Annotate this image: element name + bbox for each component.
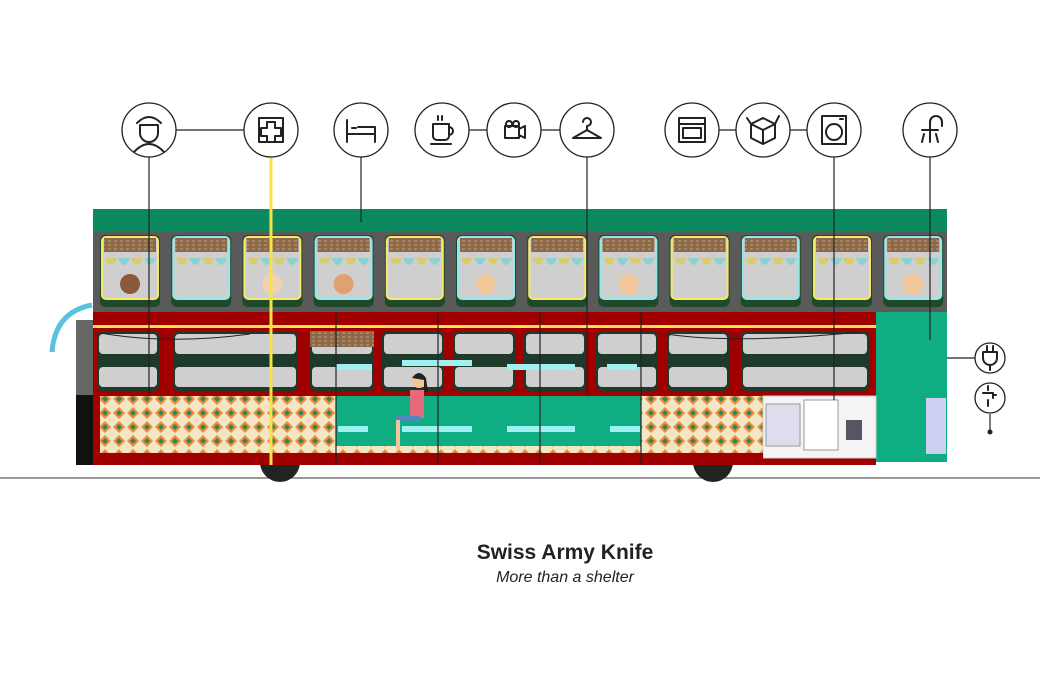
upper-windows <box>100 235 944 307</box>
lower-window <box>667 331 729 391</box>
washing-machine-icon <box>806 102 862 158</box>
film-camera-icon <box>486 102 542 158</box>
fridge <box>765 403 801 447</box>
upper-window <box>384 235 445 307</box>
clothes-hanger-icon <box>559 102 615 158</box>
lower-window <box>741 331 869 391</box>
bed-icon <box>333 102 389 158</box>
lower-window <box>97 331 159 391</box>
shower-icon <box>902 102 958 158</box>
passenger-face <box>903 274 924 294</box>
upper-deck <box>93 232 947 312</box>
caption-title: Swiss Army Knife <box>476 541 654 564</box>
blind-lower <box>310 331 374 347</box>
passenger-face <box>120 274 140 294</box>
passenger-face <box>476 274 496 294</box>
passenger-face <box>618 274 639 294</box>
roof <box>93 209 947 233</box>
dining-area <box>336 396 641 453</box>
cabinet <box>846 420 862 440</box>
string-lights <box>99 331 861 340</box>
coffee-cup-icon <box>414 102 470 158</box>
seated-person <box>396 373 428 450</box>
lower-window <box>524 331 586 391</box>
upper-window <box>669 235 730 307</box>
open-box-icon <box>735 102 791 158</box>
yellow-trim <box>93 325 876 328</box>
upper-window <box>313 235 374 307</box>
callout-lines <box>148 129 991 465</box>
lower-window <box>382 331 444 391</box>
oven-icon <box>664 102 720 158</box>
caption-subtitle: More than a shelter <box>496 569 634 586</box>
upper-window <box>171 235 232 307</box>
power-plug-icon <box>974 342 1006 374</box>
lower-window <box>173 331 298 391</box>
passenger-face <box>333 274 354 294</box>
upper-window <box>598 235 659 307</box>
dining-tables <box>336 360 640 432</box>
medical-cross-icon <box>243 102 299 158</box>
lower-window <box>596 331 658 391</box>
water-tap-icon <box>974 382 1006 414</box>
upper-window <box>883 235 944 307</box>
tiled-wall-rear <box>100 396 336 453</box>
tiled-wall-front <box>641 396 763 453</box>
callout-end-dot <box>987 429 993 435</box>
shelves <box>803 399 839 451</box>
upper-window <box>456 235 516 307</box>
rear-door <box>926 398 946 454</box>
upper-window <box>100 235 160 307</box>
side-mirror <box>49 302 93 353</box>
bottom-stripe <box>100 453 763 465</box>
bus-bumper <box>76 395 94 465</box>
tiled-floor <box>336 446 641 453</box>
upper-window <box>527 235 588 307</box>
lower-window <box>453 331 515 391</box>
lower-windows <box>97 331 869 391</box>
upper-window <box>812 235 872 307</box>
upper-window <box>740 235 801 307</box>
driver-icon <box>121 102 177 158</box>
